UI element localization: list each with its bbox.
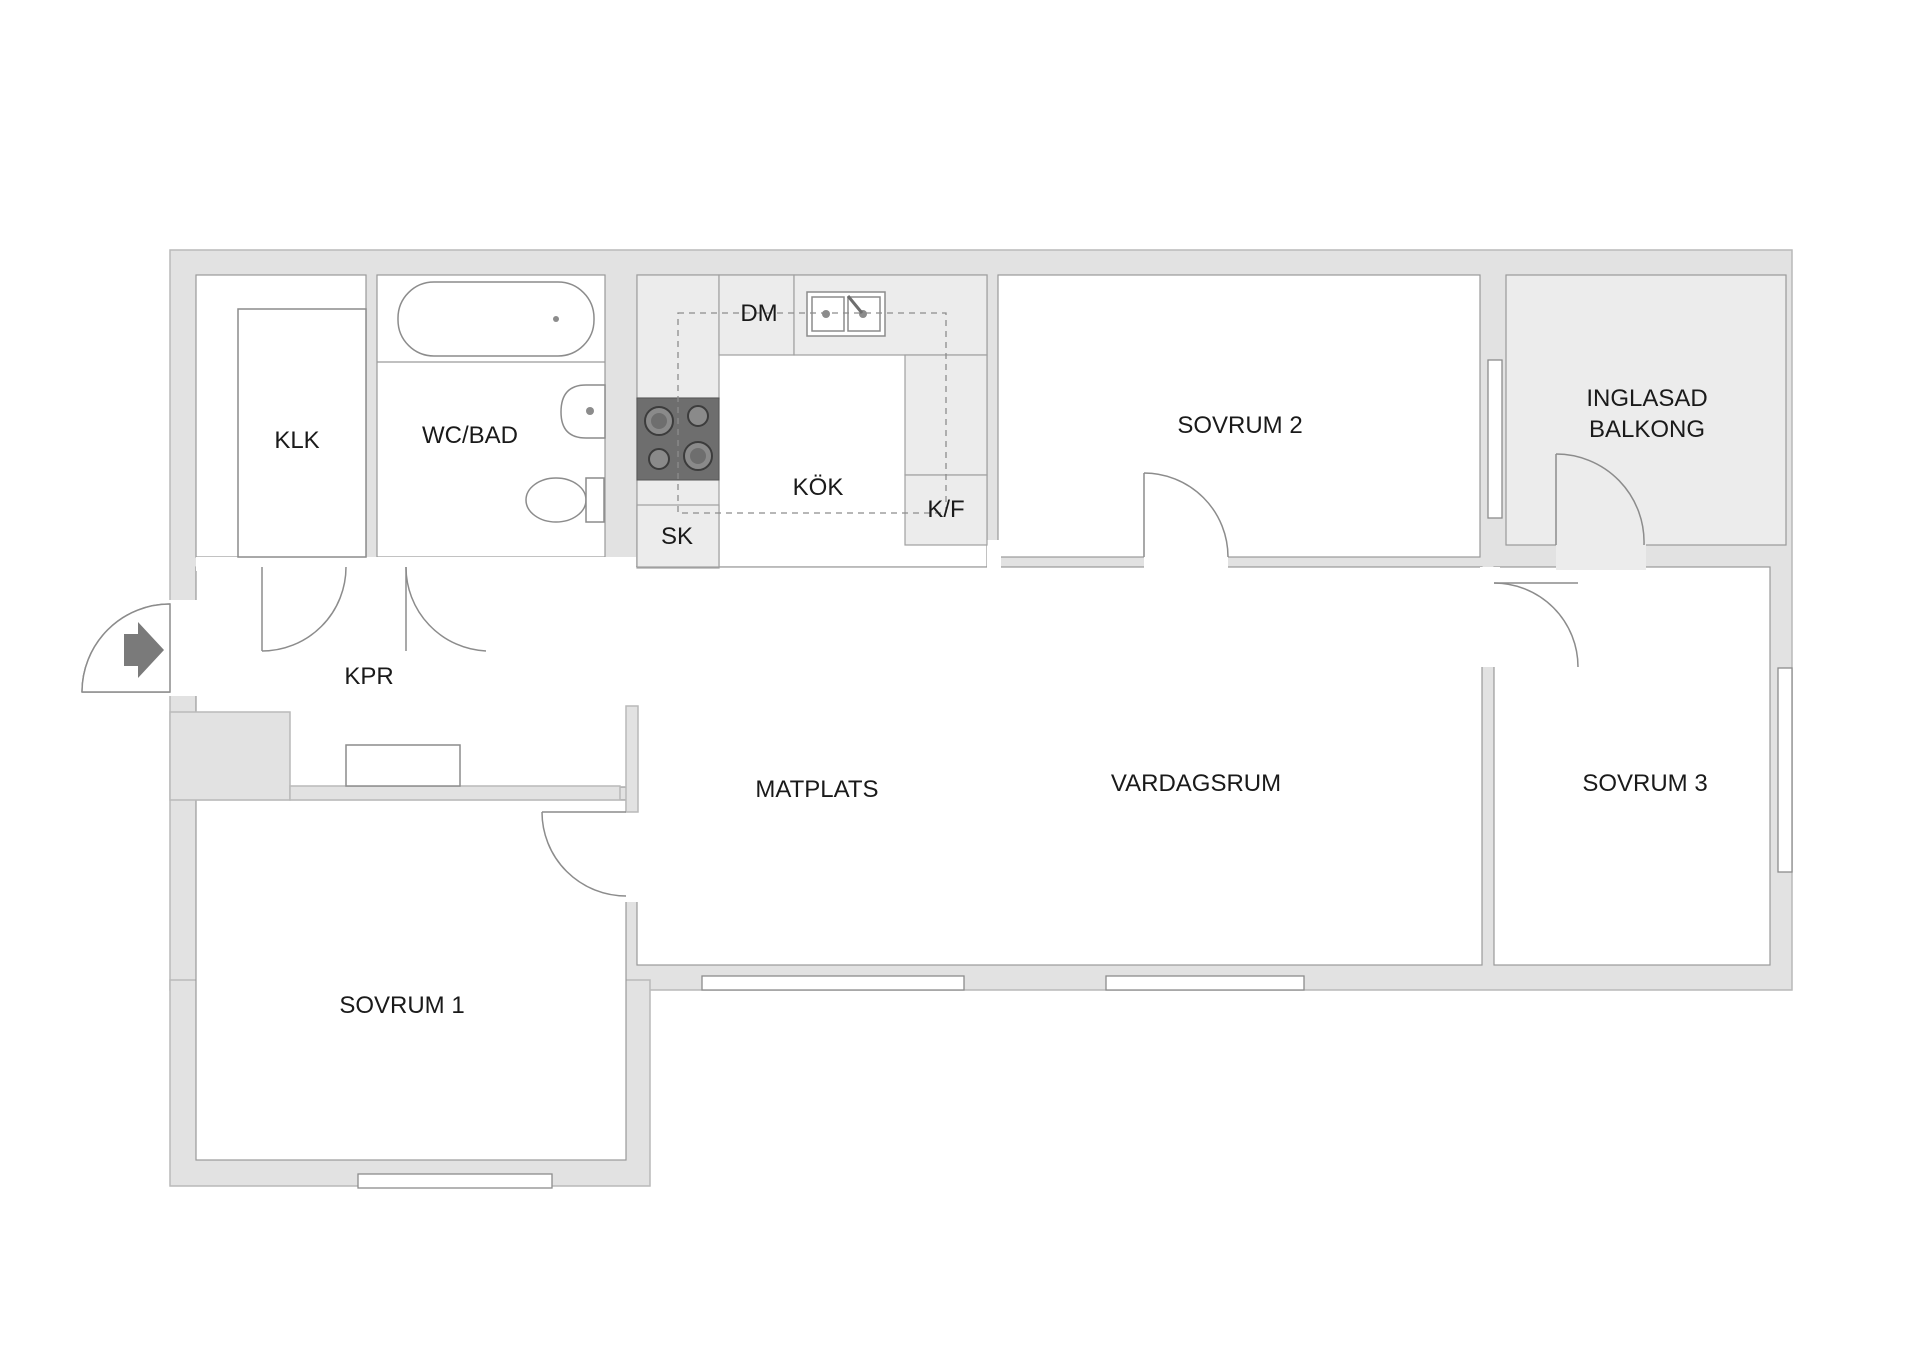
door-klk xyxy=(261,566,347,652)
sovrum-2-floor xyxy=(997,274,1481,558)
window-vardagsrum xyxy=(1105,975,1305,991)
double-sink-icon xyxy=(806,291,886,337)
label-kok: KÖK xyxy=(793,474,844,501)
label-sk: SK xyxy=(661,523,693,550)
bathroom-fixtures xyxy=(377,281,606,523)
windows xyxy=(357,359,1793,1189)
toilet-icon xyxy=(525,477,605,523)
window-balkong-link xyxy=(1487,359,1503,519)
door-sovrum-1 xyxy=(541,811,627,897)
label-inglasad: INGLASAD xyxy=(1586,385,1707,412)
inner-wall-kpr xyxy=(169,705,639,813)
label-dm: DM xyxy=(740,300,777,327)
label-kpr: KPR xyxy=(344,663,393,690)
bathtub-icon xyxy=(397,281,595,357)
window-sovrum-1 xyxy=(357,1173,553,1189)
washbasin-icon xyxy=(560,384,606,439)
entrance-arrow-icon xyxy=(124,622,164,678)
label-kf: K/F xyxy=(927,496,964,523)
klk-wardrobe xyxy=(237,308,367,558)
main-living-floor xyxy=(636,566,1483,966)
kitchen-fixtures xyxy=(636,274,988,569)
door-wc-bad xyxy=(405,566,487,652)
label-sovrum-1: SOVRUM 1 xyxy=(339,992,464,1019)
balkong-floor xyxy=(1505,274,1787,546)
door-sovrum-2 xyxy=(1143,472,1229,558)
label-sovrum-2: SOVRUM 2 xyxy=(1177,412,1302,439)
label-matplats: MATPLATS xyxy=(755,776,878,803)
label-vardagsrum: VARDAGSRUM xyxy=(1111,770,1281,797)
sovrum-1-floor xyxy=(195,799,627,1161)
label-sovrum-3: SOVRUM 3 xyxy=(1582,770,1707,797)
openings xyxy=(196,540,1646,902)
window-sovrum-3 xyxy=(1777,667,1793,873)
door-balkong xyxy=(1555,453,1645,546)
room-labels: KLK WC/BAD DM KÖK SK K/F SOVRUM 2 INGLAS… xyxy=(274,300,1707,1019)
sovrum-3-floor xyxy=(1493,566,1771,966)
label-wc-bad: WC/BAD xyxy=(422,422,518,449)
window-matplats xyxy=(701,975,965,991)
label-balkong: BALKONG xyxy=(1589,416,1705,443)
label-klk: KLK xyxy=(274,427,319,454)
door-sovrum-3 xyxy=(1493,582,1579,668)
